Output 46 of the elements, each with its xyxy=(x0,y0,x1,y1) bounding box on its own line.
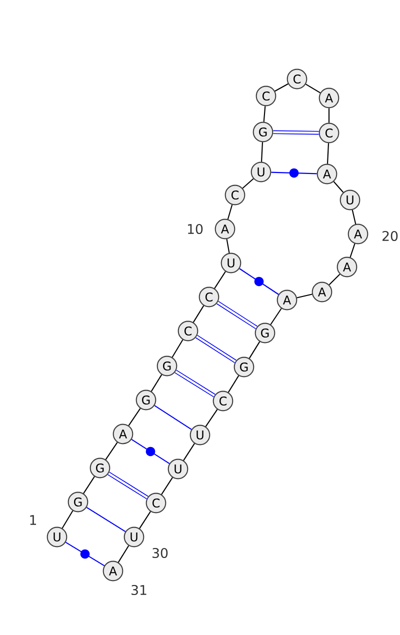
position-number: 10 xyxy=(188,224,203,234)
backbone-line xyxy=(183,443,195,461)
position-number: 31 xyxy=(132,584,146,596)
base-pair-line xyxy=(239,268,279,295)
position-number: 1 xyxy=(30,515,36,525)
backbone-line xyxy=(105,442,118,460)
backbone-line xyxy=(328,108,330,123)
backbone-line xyxy=(139,511,151,529)
backbone-line xyxy=(227,204,233,220)
backbone-line xyxy=(161,477,173,495)
backbone-line xyxy=(62,510,74,529)
base-pair-line xyxy=(273,130,319,135)
backbone-line xyxy=(350,244,356,258)
backbone-line xyxy=(333,181,344,193)
base-pair-line xyxy=(86,506,126,532)
backbone-line xyxy=(192,305,204,323)
backbone-line xyxy=(150,374,162,392)
backbone-line xyxy=(248,341,260,359)
backbone-line xyxy=(242,178,254,189)
base-pair-line xyxy=(154,405,192,430)
base-pair-line xyxy=(108,472,148,500)
backbone-line xyxy=(226,238,230,254)
backbone-line xyxy=(352,210,356,224)
backbone-line xyxy=(296,294,312,298)
backbone-line xyxy=(328,274,340,286)
base-pair-line xyxy=(271,168,317,178)
backbone-line xyxy=(214,271,226,289)
backbone-line xyxy=(270,308,282,325)
backbone-line xyxy=(263,106,266,122)
backbone-line xyxy=(274,83,288,92)
base-pair-line xyxy=(65,542,105,566)
base-pair-line xyxy=(131,439,170,464)
base-pair-line xyxy=(216,300,258,330)
backbone-line xyxy=(228,375,240,393)
base-pair-line xyxy=(196,334,236,364)
backbone-line xyxy=(205,409,218,427)
backbone-line xyxy=(326,143,330,164)
position-number: 30 xyxy=(152,548,168,558)
base-pair-line xyxy=(174,370,216,398)
backbone-line xyxy=(83,476,95,494)
backbone-line xyxy=(172,339,184,358)
backbone-line xyxy=(128,408,141,426)
backbone-line xyxy=(260,142,264,162)
backbone-line xyxy=(118,545,130,563)
backbone-line xyxy=(306,84,320,94)
position-number: 20 xyxy=(382,230,398,242)
